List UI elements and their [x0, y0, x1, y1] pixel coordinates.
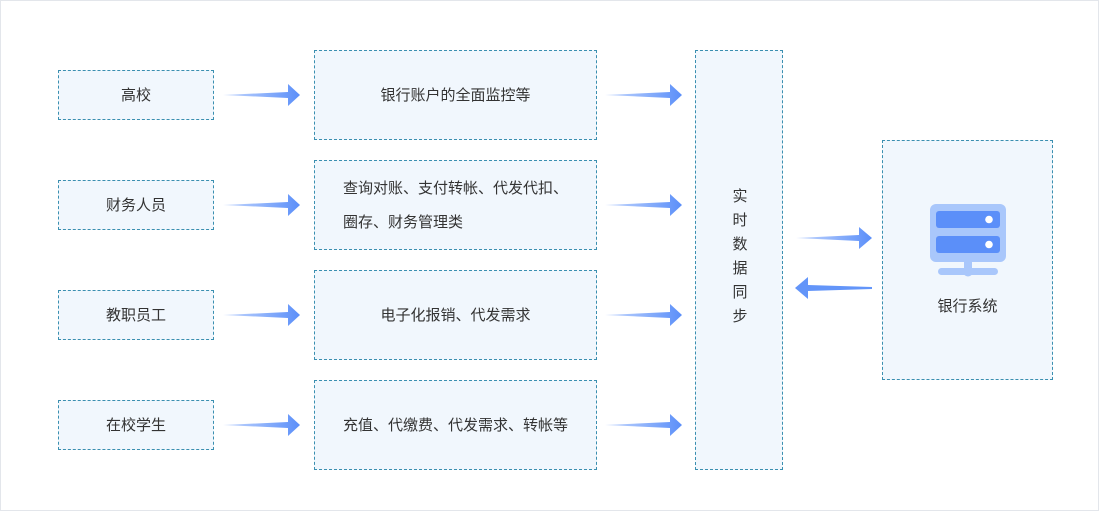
source-label: 高校: [120, 86, 151, 104]
source-box-students: 在校学生: [58, 400, 214, 450]
source-box-university: 高校: [58, 70, 214, 120]
arrow-right: [605, 304, 682, 326]
desc-box-payments: 充值、代缴费、代发需求、转帐等: [314, 380, 597, 470]
arrow-right-to-bank: [796, 227, 872, 249]
bank-system-box: 银行系统: [882, 140, 1053, 380]
desc-line: 充值、代缴费、代发需求、转帐等: [342, 416, 568, 434]
arrow-right: [605, 194, 682, 216]
desc-line: 银行账户的全面监控等: [380, 86, 531, 104]
sync-box: 实时数据同步: [695, 50, 783, 470]
arrow-right: [605, 414, 682, 436]
arrow-left-from-bank: [795, 277, 872, 299]
source-box-faculty: 教职员工: [58, 290, 214, 340]
arrow-right: [223, 194, 300, 216]
bank-label: 银行系统: [937, 297, 998, 315]
desc-box-finance: 查询对账、支付转帐、代发代扣、 圈存、财务管理类: [314, 160, 597, 250]
sync-label: 实时数据同步: [730, 188, 749, 332]
source-label: 财务人员: [105, 196, 166, 214]
desc-line: 查询对账、支付转帐、代发代扣、: [342, 179, 568, 197]
desc-box-monitoring: 银行账户的全面监控等: [314, 50, 597, 140]
source-label: 在校学生: [105, 416, 166, 434]
source-label: 教职员工: [105, 306, 166, 324]
source-box-finance-staff: 财务人员: [58, 180, 214, 230]
arrow-right: [605, 84, 682, 106]
server-icon: [929, 204, 1006, 277]
desc-box-reimbursement: 电子化报销、代发需求: [314, 270, 597, 360]
arrow-right: [223, 84, 300, 106]
desc-line: 电子化报销、代发需求: [380, 306, 531, 324]
desc-line: 圈存、财务管理类: [342, 213, 463, 231]
arrow-right: [223, 414, 300, 436]
arrow-right: [223, 304, 300, 326]
